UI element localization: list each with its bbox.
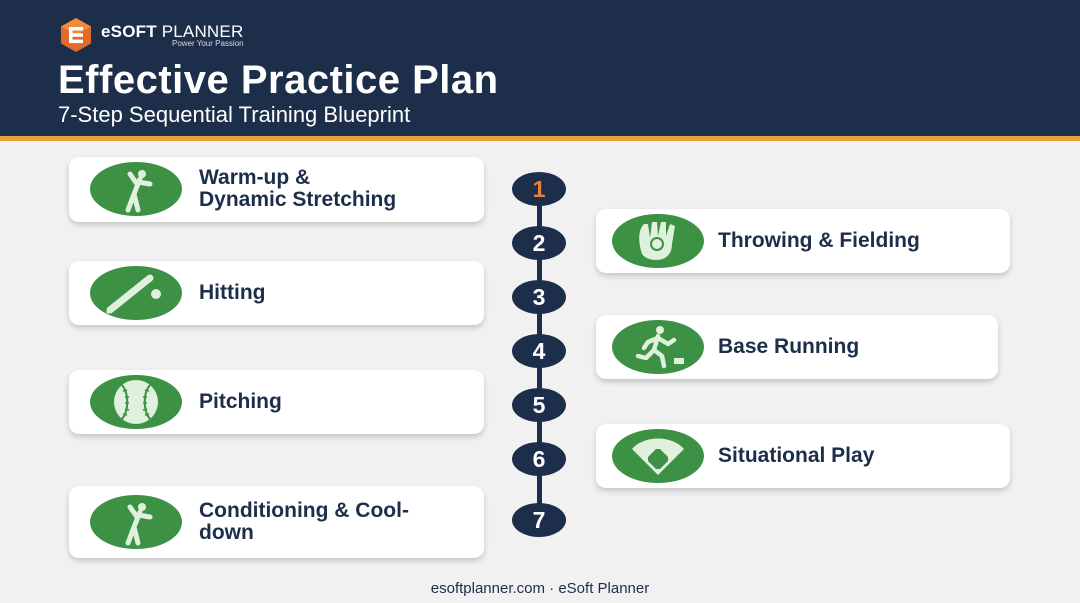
step-card-warmup: Warm-up & Dynamic Stretching <box>69 157 484 222</box>
stretching-icon <box>90 495 182 549</box>
step-marker-6: 6 <box>512 442 566 476</box>
step-label-throwing: Throwing & Fielding <box>718 229 920 252</box>
step-marker-1: 1 <box>512 172 566 206</box>
glove-icon <box>612 214 704 268</box>
step-marker-2: 2 <box>512 226 566 260</box>
page-title: Effective Practice Plan <box>58 58 499 102</box>
step-card-situational: Situational Play <box>596 424 1010 488</box>
stretching-icon <box>90 162 182 216</box>
step-card-hitting: Hitting <box>69 261 484 325</box>
step-marker-4: 4 <box>512 334 566 368</box>
step-card-pitching: Pitching <box>69 370 484 434</box>
footer-text: esoftplanner.com · eSoft Planner <box>430 580 650 597</box>
header-accent-stripe <box>0 136 1080 141</box>
step-label-situational: Situational Play <box>718 444 875 467</box>
bat-icon <box>90 266 182 320</box>
step-label-baserunning: Base Running <box>718 335 860 358</box>
page-subtitle: 7-Step Sequential Training Blueprint <box>58 102 411 127</box>
step-label-hitting: Hitting <box>199 281 266 304</box>
brand-name: eSOFT PLANNER <box>101 22 244 41</box>
brand-tagline: Power Your Passion <box>172 39 244 48</box>
step-card-throwing: Throwing & Fielding <box>596 209 1010 273</box>
step-marker-3: 3 <box>512 280 566 314</box>
step-card-baserunning: Base Running <box>596 315 998 379</box>
header-banner <box>0 0 1080 136</box>
step-label-warmup: Warm-up & Dynamic Stretching <box>199 166 397 211</box>
step-label-pitching: Pitching <box>199 390 282 413</box>
diamond-icon <box>612 429 704 483</box>
baseball-icon <box>90 375 182 429</box>
running-icon <box>612 320 704 374</box>
step-marker-7: 7 <box>512 503 566 537</box>
step-card-conditioning: Conditioning & Cool- down <box>69 486 484 558</box>
step-marker-5: 5 <box>512 388 566 422</box>
logo-icon <box>61 18 91 52</box>
step-label-conditioning: Conditioning & Cool- down <box>199 499 409 544</box>
